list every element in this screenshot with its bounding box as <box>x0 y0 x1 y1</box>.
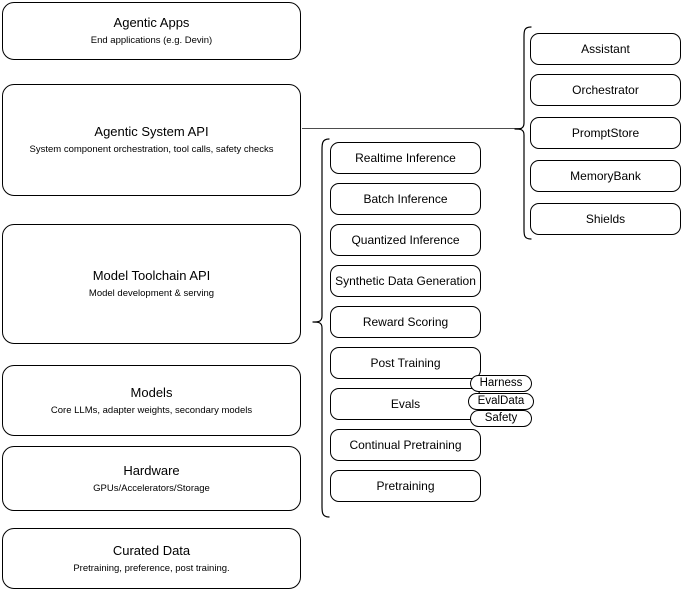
cap-label: Quantized Inference <box>351 233 460 247</box>
tag-label: Harness <box>479 377 523 389</box>
cap-box-memorybank[interactable]: MemoryBank <box>530 160 681 192</box>
tag-label: EvalData <box>477 395 525 407</box>
cap-label: Reward Scoring <box>362 315 449 329</box>
cap-label: Realtime Inference <box>355 151 456 165</box>
layer-title: Curated Data <box>112 542 191 558</box>
layer-subtitle: Core LLMs, adapter weights, secondary mo… <box>50 404 253 416</box>
cap-label: Synthetic Data Generation <box>335 274 476 288</box>
layer-title: Agentic Apps <box>113 15 190 30</box>
cap-box-evals[interactable]: Evals <box>330 388 481 420</box>
layer-subtitle: Pretraining, preference, post training. <box>73 562 230 574</box>
cap-label: MemoryBank <box>570 169 641 183</box>
layer-box-agentic-apps[interactable]: Agentic Apps End applications (e.g. Devi… <box>2 2 301 60</box>
layer-box-agentic-system-api[interactable]: Agentic System API System component orch… <box>2 84 301 196</box>
layer-subtitle: Model development & serving <box>88 288 215 299</box>
cap-label: Continual Pretraining <box>349 438 462 452</box>
layer-box-model-toolchain-api[interactable]: Model Toolchain API Model development & … <box>2 224 301 344</box>
tag-label: Safety <box>484 412 518 424</box>
layer-title: Agentic System API <box>94 124 209 139</box>
tag-oval-evaldata[interactable]: EvalData <box>468 393 534 410</box>
layer-title: Models <box>130 384 173 400</box>
cap-label: Post Training <box>370 356 441 370</box>
cap-label: Batch Inference <box>363 192 448 206</box>
layer-box-models[interactable]: Models Core LLMs, adapter weights, secon… <box>2 365 301 436</box>
cap-box-pretraining[interactable]: Pretraining <box>330 470 481 502</box>
cap-box-promptstore[interactable]: PromptStore <box>530 117 681 149</box>
layer-box-hardware[interactable]: Hardware GPUs/Accelerators/Storage <box>2 446 301 511</box>
connector-line-agentic-system-to-components <box>302 128 522 129</box>
cap-box-synthetic-data-generation[interactable]: Synthetic Data Generation <box>330 265 481 297</box>
cap-box-post-training[interactable]: Post Training <box>330 347 481 379</box>
cap-box-shields[interactable]: Shields <box>530 203 681 235</box>
cap-label: PromptStore <box>571 126 640 140</box>
tag-oval-harness[interactable]: Harness <box>470 375 532 392</box>
cap-label: Orchestrator <box>572 83 639 97</box>
brace-agentic-components <box>514 26 532 240</box>
cap-box-assistant[interactable]: Assistant <box>530 33 681 65</box>
cap-box-continual-pretraining[interactable]: Continual Pretraining <box>330 429 481 461</box>
cap-label: Evals <box>390 397 421 411</box>
cap-label: Pretraining <box>376 479 435 493</box>
cap-box-realtime-inference[interactable]: Realtime Inference <box>330 142 481 174</box>
cap-box-orchestrator[interactable]: Orchestrator <box>530 74 681 106</box>
cap-box-quantized-inference[interactable]: Quantized Inference <box>330 224 481 256</box>
cap-label: Assistant <box>581 42 630 56</box>
layer-title: Hardware <box>123 462 180 478</box>
tag-oval-safety[interactable]: Safety <box>470 410 532 427</box>
layer-subtitle: System component orchestration, tool cal… <box>29 144 274 155</box>
layer-title: Model Toolchain API <box>92 268 211 283</box>
layer-subtitle: End applications (e.g. Devin) <box>90 35 213 46</box>
layer-subtitle: GPUs/Accelerators/Storage <box>93 482 210 494</box>
cap-box-batch-inference[interactable]: Batch Inference <box>330 183 481 215</box>
cap-box-reward-scoring[interactable]: Reward Scoring <box>330 306 481 338</box>
layer-box-curated-data[interactable]: Curated Data Pretraining, preference, po… <box>2 528 301 589</box>
cap-label: Shields <box>585 212 626 226</box>
brace-toolchain <box>312 138 330 518</box>
